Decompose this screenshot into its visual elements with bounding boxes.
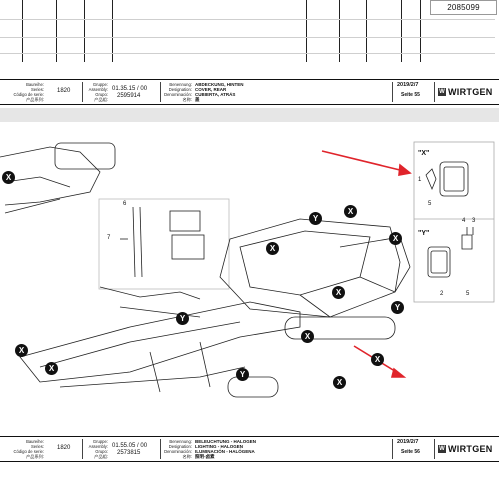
marker-x: X <box>15 344 28 357</box>
page-date: 2019/2/7 <box>397 82 419 88</box>
group-number: 2595914 <box>117 93 141 99</box>
item-number: 5 <box>466 291 470 297</box>
marker-x: X <box>301 330 314 343</box>
exploded-view-drawing: "X" "Y" 1 5 4 3 2 5 6 7 <box>0 141 495 398</box>
page-number: Seite 56 <box>401 449 420 455</box>
table-column-line <box>339 0 340 62</box>
inset-x-label: "X" <box>418 150 429 157</box>
series-labels: Baureihe:Series: Código de serie:产品系列: <box>13 82 45 102</box>
marker-x: X <box>332 286 345 299</box>
title-block-page-56: Baureihe:Series: Código de serie:产品系列: 1… <box>0 436 499 462</box>
marker-y: Y <box>309 212 322 225</box>
title-block-page-55: Baureihe:Series: Código de serie:产品系列: 1… <box>0 79 499 105</box>
page-separator <box>0 108 499 122</box>
table-column-line <box>56 0 57 62</box>
marker-x: X <box>45 362 58 375</box>
table-row-line <box>0 19 495 20</box>
marker-x: X <box>371 353 384 366</box>
group-labels: Gruppe:Assembly: Grupo:产品组: <box>88 82 108 102</box>
parts-list-table: 2085099 <box>0 0 499 78</box>
w-logo-icon: W <box>438 88 446 96</box>
page-number: Seite 55 <box>401 92 420 98</box>
wirtgen-logo: W WIRTGEN <box>438 87 493 97</box>
marker-x: X <box>344 205 357 218</box>
series-value: 1820 <box>57 445 71 451</box>
item-number: 6 <box>123 201 127 207</box>
item-number: 2 <box>440 291 444 297</box>
part-number: 2085099 <box>430 0 497 15</box>
table-column-line <box>366 0 367 62</box>
table-row-line <box>0 53 495 54</box>
group-code: 01.35.15 / 00 <box>112 86 148 92</box>
table-column-line <box>84 0 85 62</box>
series-labels: Baureihe:Series: Código de serie:产品系列: <box>13 439 45 459</box>
marker-y: Y <box>391 301 404 314</box>
table-column-line <box>306 0 307 62</box>
inset-y-label: "Y" <box>418 230 429 237</box>
table-column-line <box>420 0 421 62</box>
item-number: 4 <box>462 218 466 224</box>
item-number: 1 <box>418 177 422 183</box>
item-number: 3 <box>472 218 476 224</box>
name-labels: Benennung:Designation: Denominación:名称: <box>164 439 192 459</box>
w-logo-icon: W <box>438 445 446 453</box>
table-column-line <box>401 0 402 62</box>
item-number: 7 <box>107 235 111 241</box>
group-code: 01.55.05 / 00 <box>112 443 148 449</box>
page-date: 2019/2/7 <box>397 439 419 445</box>
marker-x: X <box>266 242 279 255</box>
table-column-line <box>22 0 23 62</box>
marker-y: Y <box>236 368 249 381</box>
marker-x: X <box>2 171 15 184</box>
wirtgen-logo: W WIRTGEN <box>438 444 493 454</box>
group-number: 2573815 <box>117 450 141 456</box>
series-value: 1820 <box>57 88 71 94</box>
marker-y: Y <box>176 312 189 325</box>
name-labels: Benennung:Designation: Denominación:名称: <box>164 82 192 102</box>
table-column-line <box>112 0 113 62</box>
group-labels: Gruppe:Assembly: Grupo:产品组: <box>88 439 108 459</box>
table-row-line <box>0 37 495 38</box>
marker-x: X <box>389 232 402 245</box>
marker-x: X <box>333 376 346 389</box>
item-number: 5 <box>428 201 432 207</box>
